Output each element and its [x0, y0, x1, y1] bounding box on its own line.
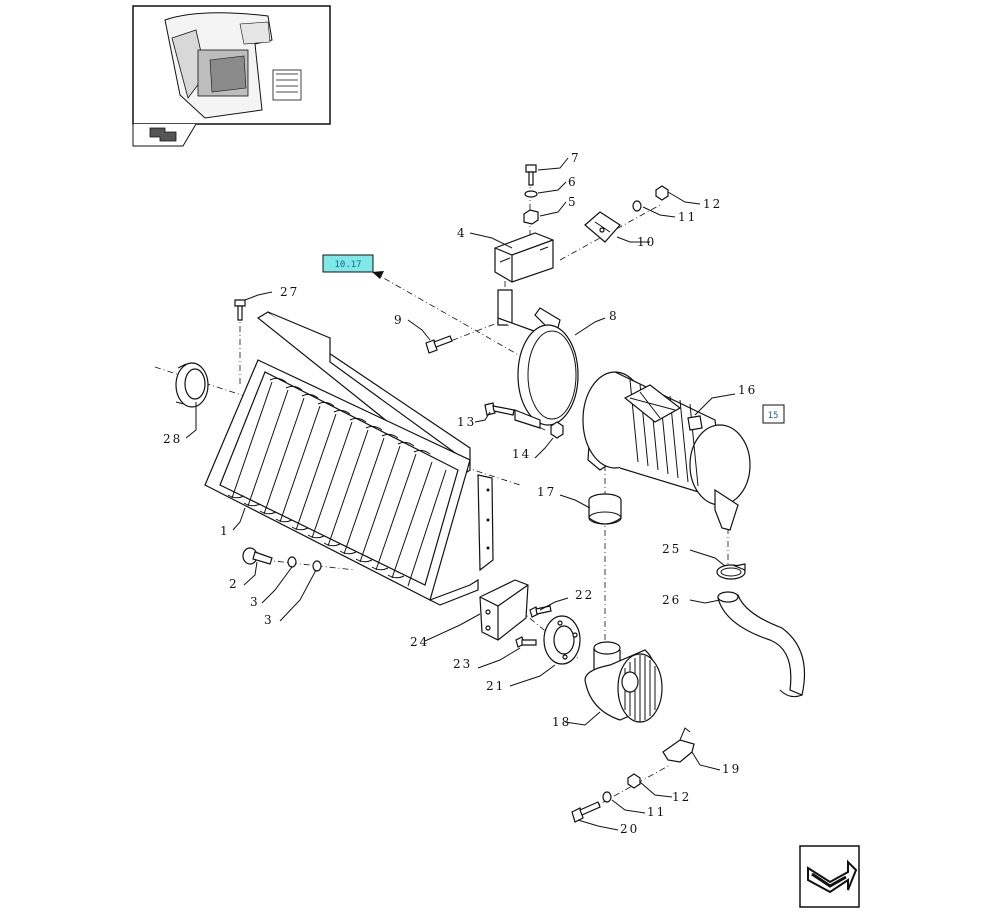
- clip-10-part[interactable]: [584, 211, 621, 243]
- callout-22: 22: [575, 588, 594, 602]
- reference-tag-text: 10.17: [334, 260, 361, 270]
- grommet-part[interactable]: [175, 362, 209, 408]
- reference-tag[interactable]: 10.17: [322, 254, 374, 273]
- callout-12-bottom: 12: [672, 790, 691, 804]
- callout-17: 17: [537, 485, 556, 499]
- reference-arrow: [372, 271, 546, 371]
- callout-11-bottom: 11: [647, 805, 666, 819]
- callout-26: 26: [662, 593, 681, 607]
- callout-23: 23: [453, 657, 472, 671]
- hose-clamp-25-part[interactable]: [716, 563, 746, 580]
- air-filter-housing-part[interactable]: [582, 371, 751, 531]
- callout-12-top: 12: [703, 197, 722, 211]
- callout-18: 18: [552, 715, 571, 729]
- bolt-22-part[interactable]: [529, 605, 552, 618]
- callout-3-b: 3: [264, 613, 274, 627]
- callout-8: 8: [609, 309, 619, 323]
- washer-3b-part[interactable]: [312, 560, 322, 572]
- callout-13: 13: [457, 415, 476, 429]
- thumbnail-frame[interactable]: [132, 5, 331, 147]
- small-box-15[interactable]: 15: [762, 404, 785, 424]
- bolt-9-part[interactable]: [425, 335, 453, 354]
- bracket-19-part[interactable]: [662, 727, 695, 763]
- band-clamp-part[interactable]: [497, 289, 579, 429]
- bolt-7-part[interactable]: [525, 164, 537, 186]
- bolt-13-part[interactable]: [484, 402, 515, 416]
- flange-21-part[interactable]: [543, 615, 581, 665]
- bolt-2-part[interactable]: [242, 547, 273, 565]
- callout-3-a: 3: [250, 595, 260, 609]
- washer-11a-part[interactable]: [632, 200, 642, 212]
- filter-ribs: [629, 379, 699, 487]
- callout-4: 4: [457, 226, 467, 240]
- back-arrow-icon[interactable]: [149, 127, 177, 142]
- nut-14-part[interactable]: [550, 421, 564, 439]
- callout-11-top: 11: [678, 210, 697, 224]
- callout-28: 28: [163, 432, 182, 446]
- bracket-24-part[interactable]: [479, 579, 529, 641]
- callout-labels: 7 6 5 4 10 11 12 9 8 13 14 16 17 18 19 1…: [163, 151, 757, 836]
- nut-12a-part[interactable]: [655, 185, 669, 201]
- callout-10: 10: [637, 235, 656, 249]
- callout-14: 14: [512, 447, 531, 461]
- callout-27: 27: [280, 285, 299, 299]
- callout-1: 1: [220, 524, 230, 538]
- cab-thumbnail-icon: [164, 12, 302, 119]
- washer-11b-part[interactable]: [602, 791, 612, 803]
- cooler-fins: [227, 377, 447, 587]
- callout-20: 20: [620, 822, 639, 836]
- callout-6: 6: [568, 175, 578, 189]
- bracket-4-part[interactable]: [494, 232, 554, 283]
- bolt-23-part[interactable]: [515, 636, 537, 648]
- hose-26-part[interactable]: [717, 591, 806, 698]
- washer-3a-part[interactable]: [287, 556, 297, 568]
- next-page-button[interactable]: [799, 845, 860, 908]
- sleeve-17-part[interactable]: [588, 493, 622, 525]
- callout-5: 5: [568, 195, 578, 209]
- washer-6-part[interactable]: [524, 190, 538, 198]
- nut-5-part[interactable]: [523, 209, 539, 225]
- next-page-arrow-icon: [807, 859, 858, 894]
- bolt-27-part[interactable]: [234, 299, 246, 321]
- nut-12b-part[interactable]: [627, 773, 641, 789]
- callout-24: 24: [410, 635, 429, 649]
- small-box-label: 15: [768, 411, 779, 421]
- leader-lines: [185, 157, 736, 831]
- callout-21: 21: [486, 679, 505, 693]
- callout-19: 19: [722, 762, 741, 776]
- callout-16: 16: [738, 383, 757, 397]
- callout-2: 2: [229, 577, 239, 591]
- bolt-20-part[interactable]: [571, 801, 601, 823]
- callout-7: 7: [571, 151, 581, 165]
- callout-25: 25: [662, 542, 681, 556]
- cooler-core-part[interactable]: [204, 311, 494, 606]
- pre-cleaner-part[interactable]: [584, 641, 663, 723]
- callout-9: 9: [394, 313, 404, 327]
